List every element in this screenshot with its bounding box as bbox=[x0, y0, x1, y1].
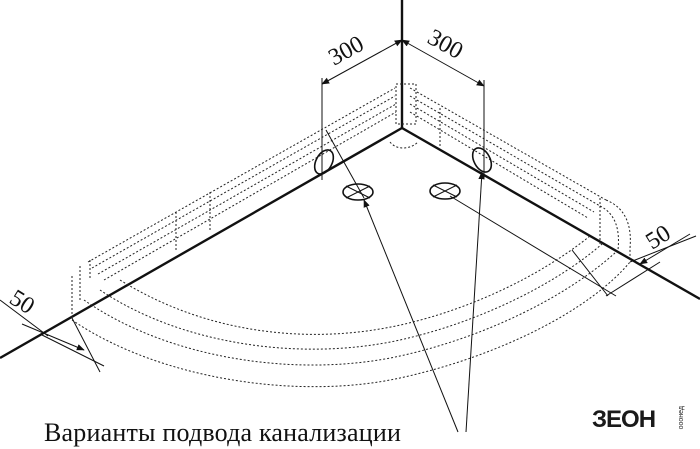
dimension-left bbox=[0, 299, 105, 373]
outlet-holes bbox=[313, 147, 493, 201]
brand-logo: ЗЕОН ооонед bbox=[592, 404, 692, 438]
caption-text: Варианты подвода канализации bbox=[44, 418, 402, 447]
wall-outlet-left-icon bbox=[313, 149, 335, 175]
dimension-left-label: 50 bbox=[5, 285, 39, 320]
dimension-right-label: 50 bbox=[641, 220, 675, 255]
dimension-top-left-label: 300 bbox=[324, 31, 368, 71]
wall-outlet-right-icon bbox=[471, 147, 493, 173]
dimension-top-left bbox=[321, 39, 403, 180]
floor-outlet-right-icon bbox=[429, 182, 461, 200]
dimension-right bbox=[571, 233, 697, 297]
wall-left-line bbox=[0, 126, 403, 360]
floor-outlet-left-icon bbox=[342, 183, 374, 201]
caption-leaders bbox=[325, 129, 617, 433]
dimension-top-right bbox=[401, 39, 485, 178]
tray-hidden-lines bbox=[71, 83, 631, 388]
logo-text: ЗЕОН bbox=[592, 406, 656, 433]
wall-right-line bbox=[401, 126, 700, 301]
dimension-top-right-label: 300 bbox=[423, 25, 467, 65]
logo-sub-text: ооонед bbox=[678, 406, 685, 430]
